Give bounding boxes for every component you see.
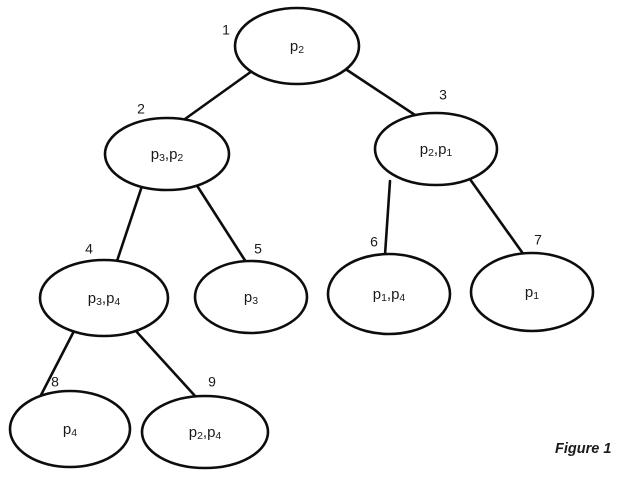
tree-edge-1-2 (183, 69, 254, 121)
tree-node-6 (326, 252, 452, 336)
tree-edge-4-8 (38, 329, 76, 399)
tree-node-8 (8, 389, 132, 469)
tree-edge-1-3 (345, 68, 417, 117)
tree-node-5 (193, 259, 309, 335)
tree-node-9-number: 9 (208, 374, 216, 390)
tree-edge-2-4 (115, 184, 144, 263)
tree-node-3-number: 3 (439, 87, 447, 103)
tree-node-8-label: p4 (63, 421, 77, 439)
tree-node-5-number: 5 (254, 241, 262, 257)
tree-node-5-label: p3 (244, 289, 258, 307)
tree-node-2-number: 2 (137, 101, 145, 117)
tree-node-1-number: 1 (222, 22, 230, 38)
tree-node-8-number: 8 (51, 374, 59, 390)
tree-edge-3-7 (465, 173, 526, 257)
tree-node-4 (38, 258, 170, 338)
tree-edge-4-9 (133, 328, 198, 399)
tree-node-4-number: 4 (85, 241, 93, 257)
figure-caption: Figure 1 (555, 441, 612, 457)
tree-edge-3-6 (383, 179, 392, 257)
tree-node-9-label: p2,p4 (189, 424, 222, 442)
tree-node-7 (469, 251, 595, 333)
tree-node-7-number: 7 (534, 232, 542, 248)
tree-node-7-label: p1 (525, 284, 539, 302)
node-number-layer: 1 2 3 4 5 6 7 8 9 (51, 22, 542, 390)
tree-node-2-label: p3,p2 (151, 146, 184, 164)
tree-node-3 (373, 111, 499, 187)
tree-node-6-label: p1,p4 (373, 286, 406, 304)
tree-edge-2-5 (194, 182, 248, 264)
tree-node-6-number: 6 (370, 234, 378, 250)
tree-node-2 (103, 116, 231, 192)
tree-node-1 (233, 6, 361, 86)
node-layer: p2 p3,p2 p2,p1 p3,p4 p3 p1,p4 p1 p4 p2,p4 (8, 6, 595, 470)
tree-node-9 (140, 394, 270, 470)
tree-node-1-label: p2 (290, 38, 304, 56)
tree-node-3-label: p2,p1 (420, 141, 453, 159)
edge-layer (38, 68, 526, 399)
tree-node-4-label: p3,p4 (88, 290, 121, 308)
